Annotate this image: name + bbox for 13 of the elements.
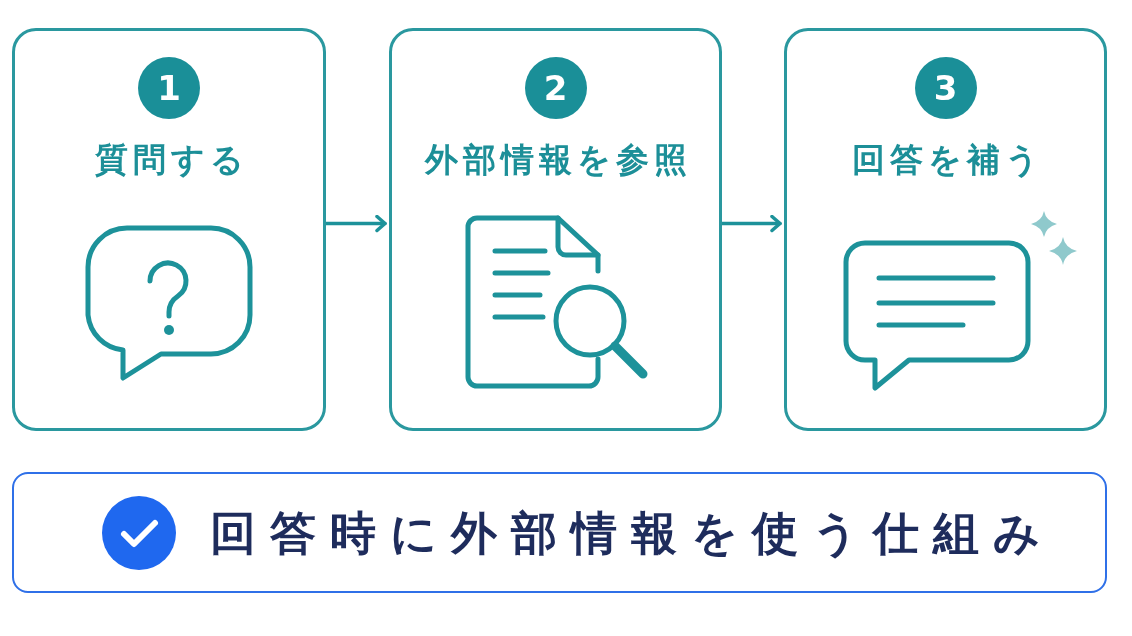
step-number: 3 <box>914 57 977 119</box>
step-card <box>784 28 1107 431</box>
step-title: 質問する <box>93 139 249 181</box>
step-card <box>389 28 722 431</box>
step-number: 2 <box>524 57 587 119</box>
step-title: 外部情報を参照 <box>423 139 692 181</box>
summary-banner <box>12 472 1107 593</box>
arrow <box>720 214 782 233</box>
step-card <box>12 28 326 431</box>
step-number: 1 <box>138 57 200 119</box>
summary-text: 回答時に外部情報を使う仕組み <box>210 504 1054 561</box>
step-title: 回答を補う <box>851 139 1044 181</box>
arrow <box>324 214 387 233</box>
